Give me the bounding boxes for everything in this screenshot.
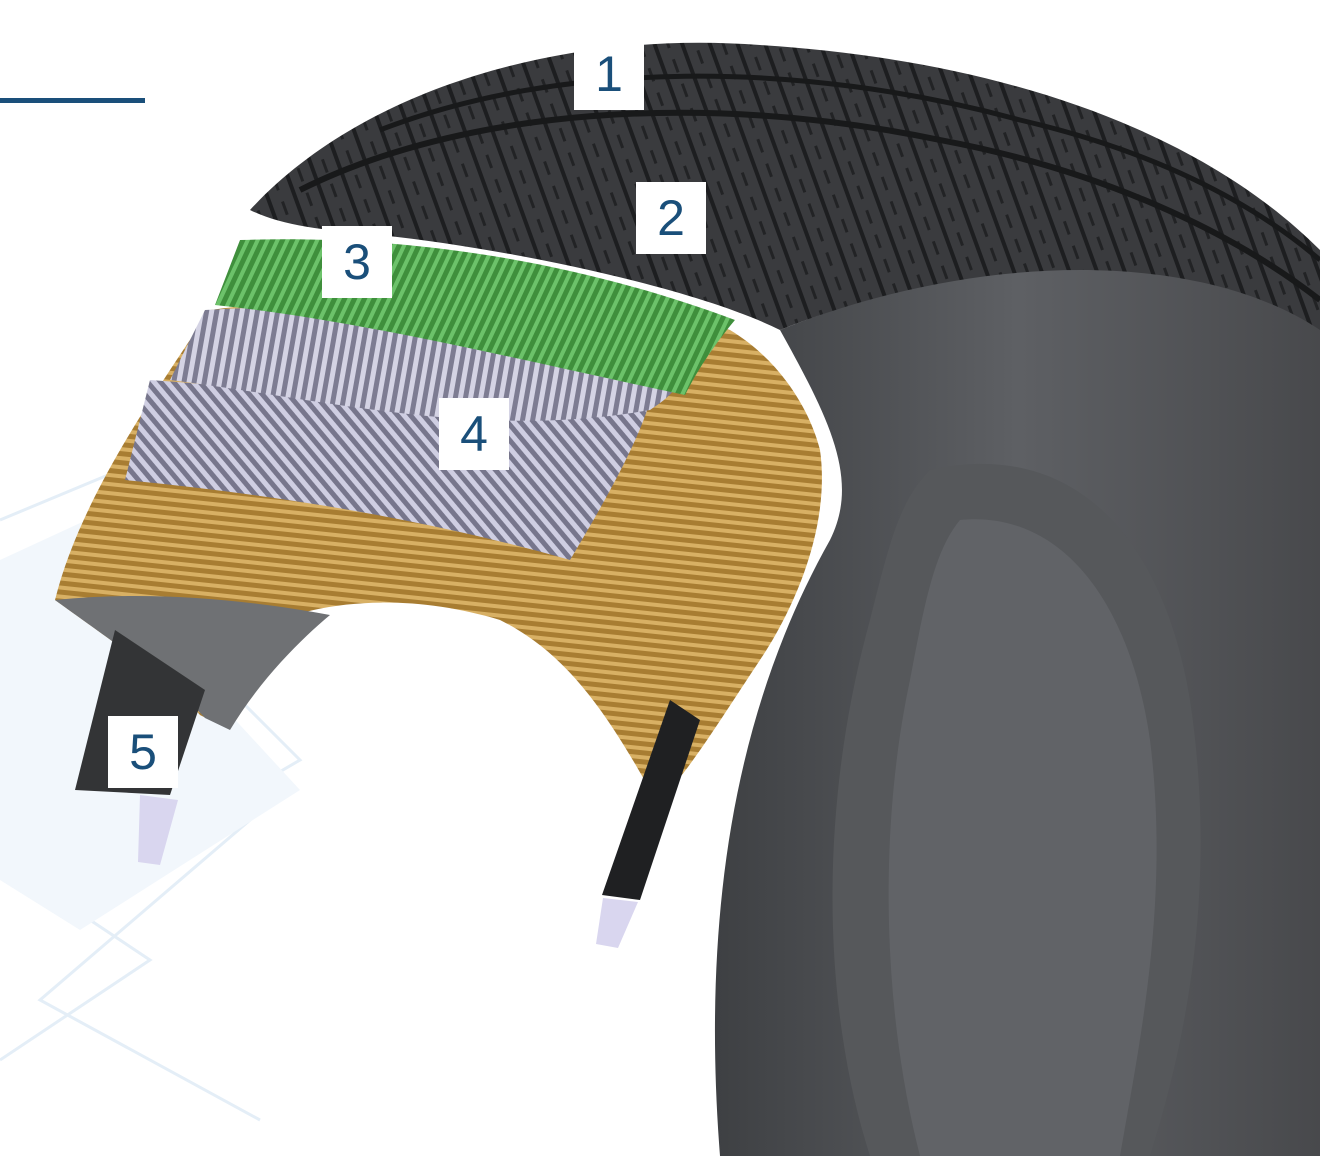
callout-5: 5	[108, 716, 178, 788]
bead-wire-left	[138, 795, 178, 865]
tread-groove-2	[379, 73, 1320, 262]
inner-liner	[55, 595, 330, 730]
callout-2: 2	[636, 182, 706, 254]
callout-4: 4	[439, 398, 509, 470]
bead-wire-right	[596, 898, 638, 948]
accent-line	[0, 98, 145, 103]
bead-right	[602, 700, 700, 900]
callout-1: 1	[574, 38, 644, 110]
tire-tread	[250, 42, 1320, 330]
steel-belt-lower	[125, 380, 650, 560]
tread-groove-1	[298, 109, 1320, 303]
callout-3: 3	[322, 226, 392, 298]
tire-rim-opening-inner	[888, 519, 1157, 1156]
